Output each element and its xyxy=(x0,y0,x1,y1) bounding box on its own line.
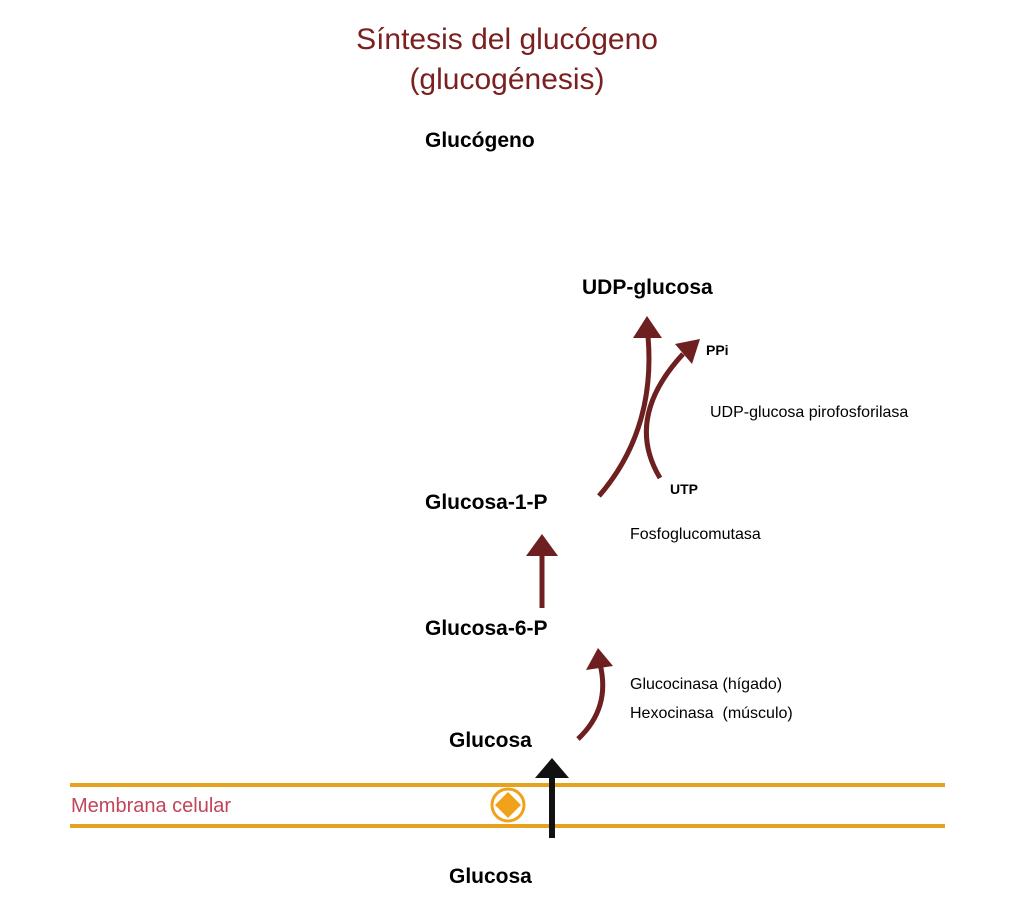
enzyme-glucocinasa: Glucocinasa (hígado) xyxy=(630,676,783,693)
arrow-utp-to-ppi xyxy=(643,339,700,480)
node-glucosa-extracellular: Glucosa xyxy=(449,865,532,888)
enzyme-udp-glucosa-pirofosforilasa: UDP-glucosa pirofosforilasa xyxy=(710,404,909,421)
node-glucosa-intracellular: Glucosa xyxy=(449,729,532,752)
enzyme-hexocinasa: Hexocinasa (músculo) xyxy=(630,705,793,722)
enzyme-fosfoglucomutasa: Fosfoglucomutasa xyxy=(630,526,761,543)
node-glucogeno: Glucógeno xyxy=(425,129,535,152)
diamond-in-circle-icon xyxy=(490,787,526,823)
node-glucosa-6-p: Glucosa-6-P xyxy=(425,617,548,640)
node-udp-glucosa: UDP-glucosa xyxy=(582,276,713,299)
arrow-glucosa-to-g6p xyxy=(576,648,613,741)
transport-arrow xyxy=(535,758,569,838)
title-line-1: Síntesis del glucógeno xyxy=(356,23,658,56)
arrow-g6p-to-g1p xyxy=(526,534,558,608)
node-glucosa-1-p: Glucosa-1-P xyxy=(425,491,548,514)
title-line-2: (glucogénesis) xyxy=(409,63,605,96)
membrane-label: Membrana celular xyxy=(71,795,232,817)
arrow-g1p-to-udp-glucosa xyxy=(597,316,662,498)
node-ppi: PPi xyxy=(706,342,729,358)
node-utp: UTP xyxy=(670,481,698,497)
